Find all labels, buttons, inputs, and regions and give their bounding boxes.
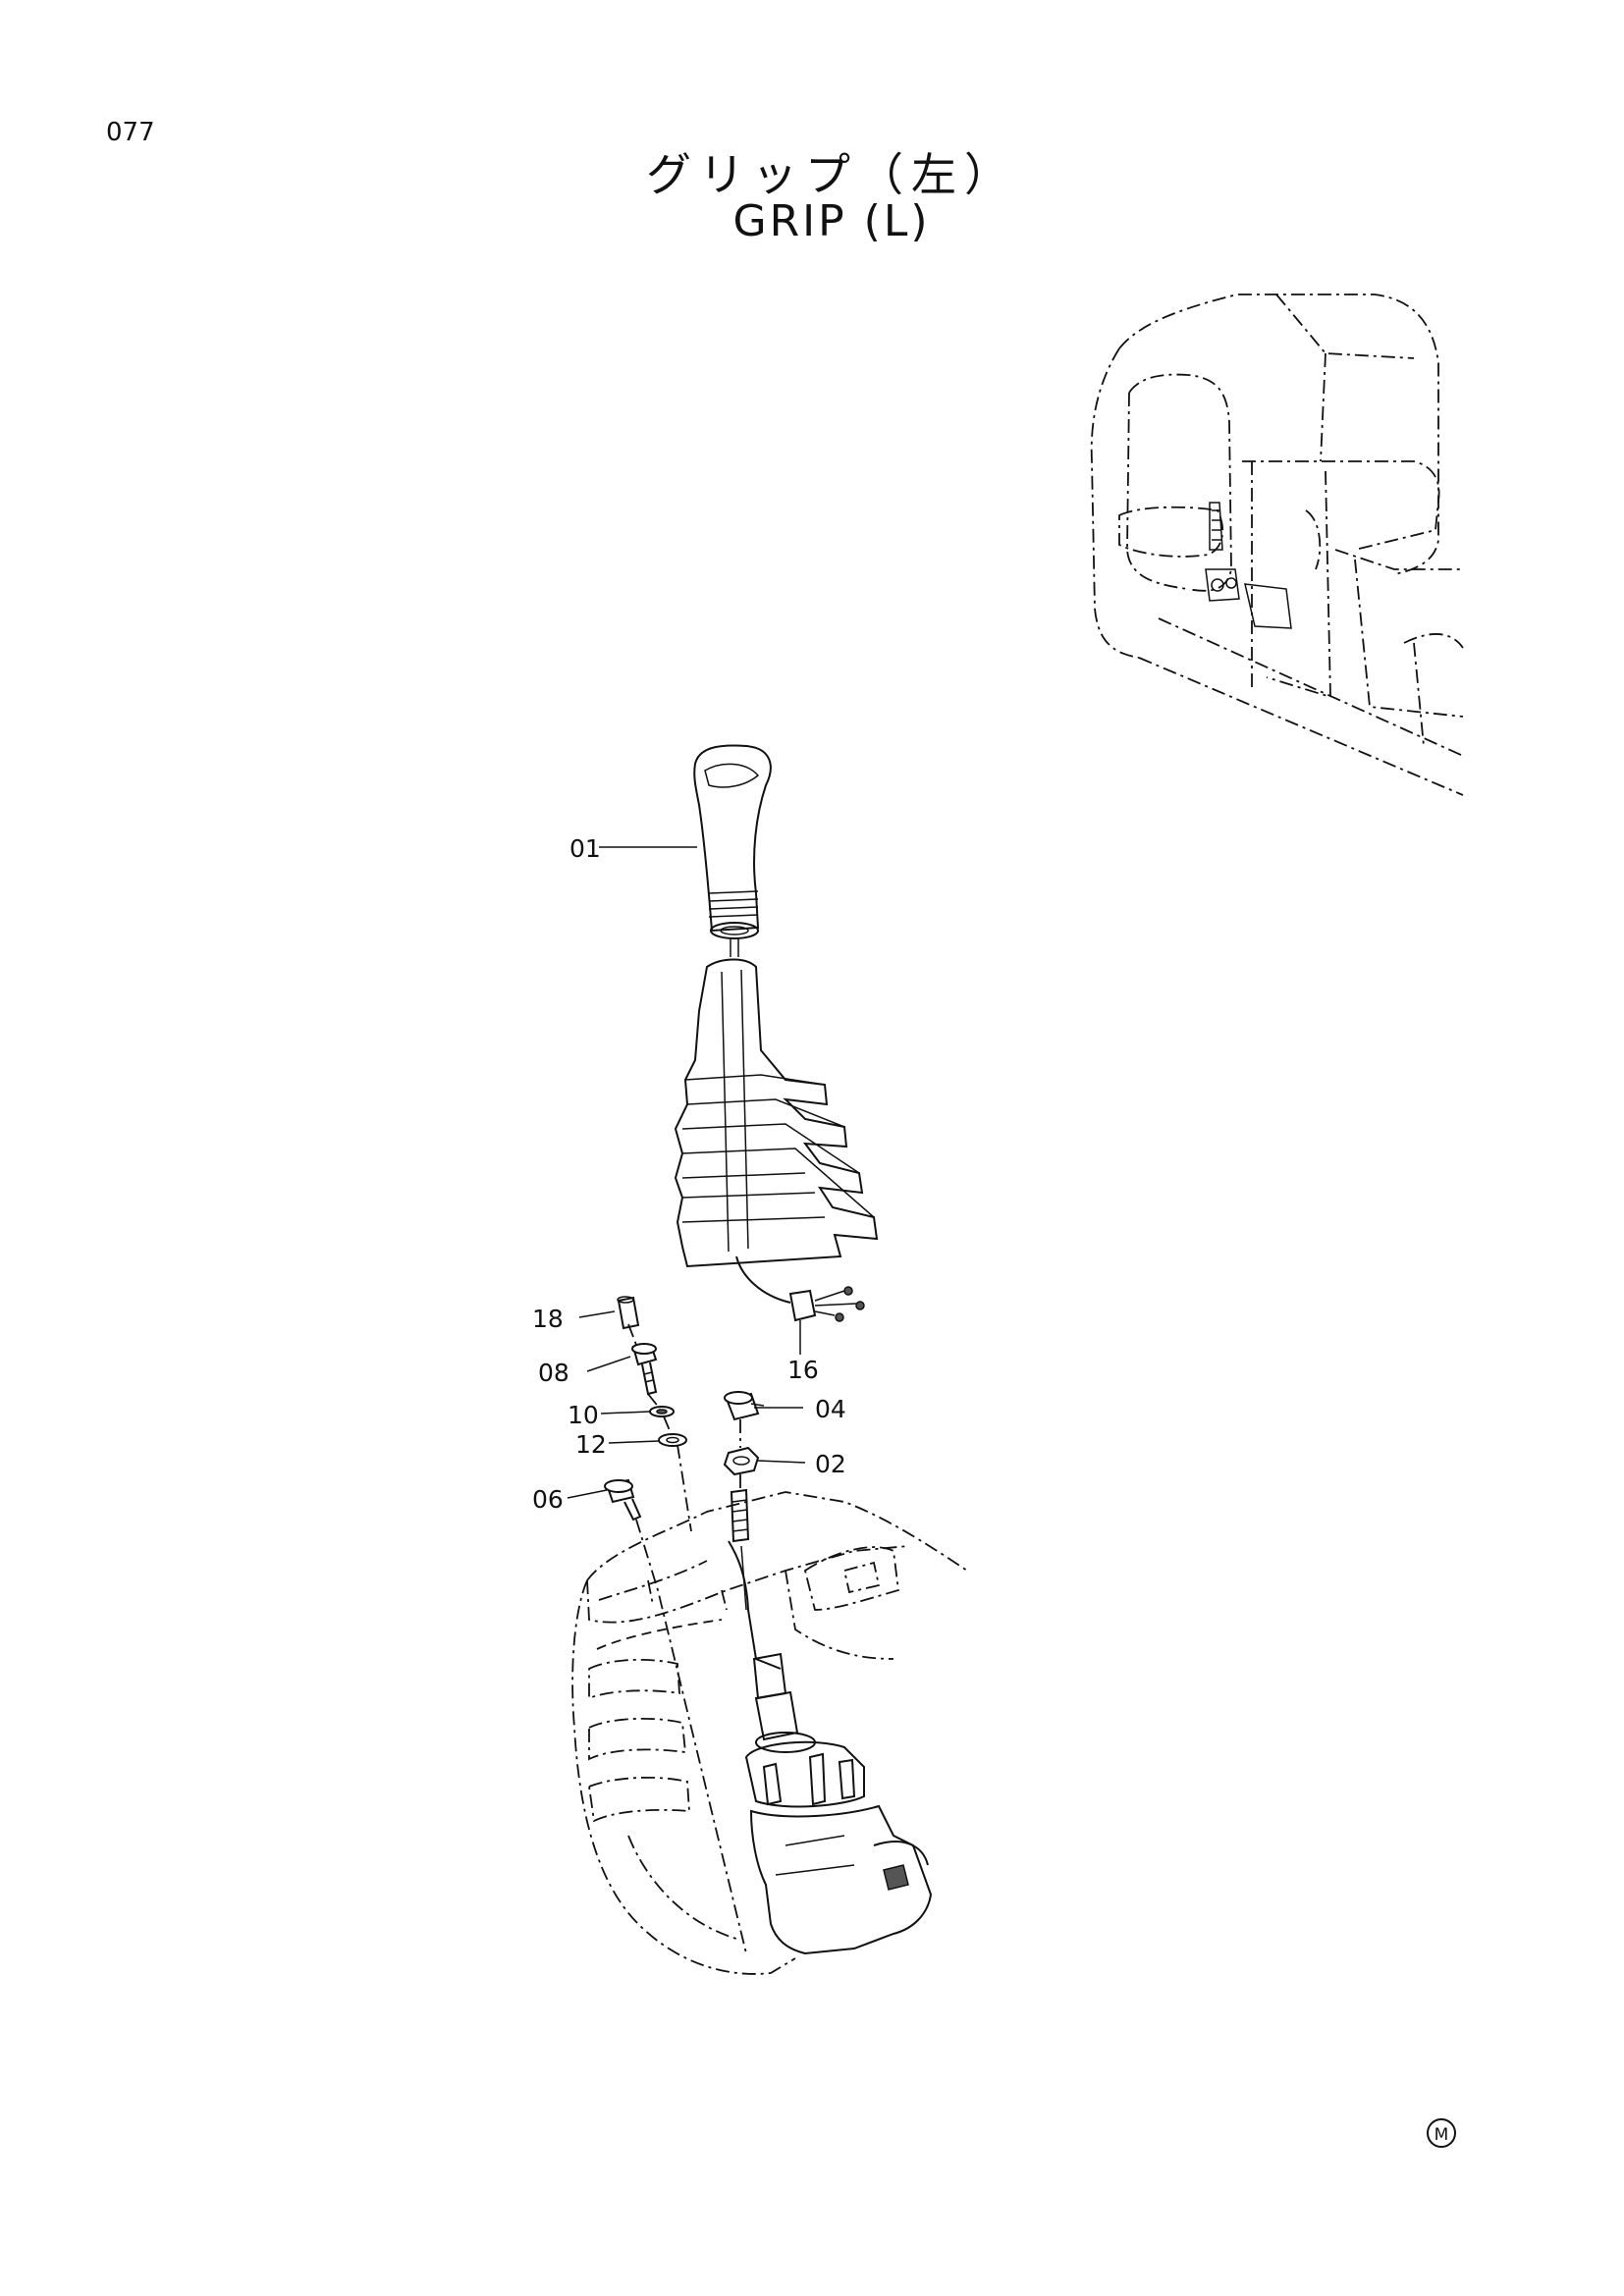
callout-16: 16 [787,1356,819,1384]
console-housing [571,1491,968,1975]
pilot-valve [744,1652,933,1955]
boot-bellows [674,958,879,1268]
callout-04: 04 [815,1395,846,1423]
bolt-part-06 [604,1478,642,1522]
page-number: 077 [106,118,155,147]
nut-part-02 [723,1446,760,1476]
callout-08: 08 [538,1359,569,1387]
model-mark-circle: M [1427,2118,1456,2148]
leader-lines [567,846,806,1499]
callout-18: 18 [532,1305,564,1333]
callout-10: 10 [568,1401,599,1429]
cab-inset-illustration [1090,294,1464,796]
title-english: GRIP (L) [732,196,931,246]
pin-part-18 [617,1296,640,1330]
washer-part-10 [649,1406,675,1417]
bolt-part-08 [631,1343,658,1396]
grip-part [693,744,772,957]
lever-column [728,1488,782,1670]
nut-part-04 [724,1391,765,1421]
title-japanese: グリップ（左） [646,148,1017,201]
callout-02: 02 [815,1450,846,1478]
cable-connector [735,1255,865,1322]
callout-01: 01 [569,834,601,863]
assembly-lines [627,1323,747,1954]
callout-06: 06 [532,1485,564,1514]
callout-12: 12 [575,1430,607,1459]
washer-part-12 [658,1433,687,1447]
